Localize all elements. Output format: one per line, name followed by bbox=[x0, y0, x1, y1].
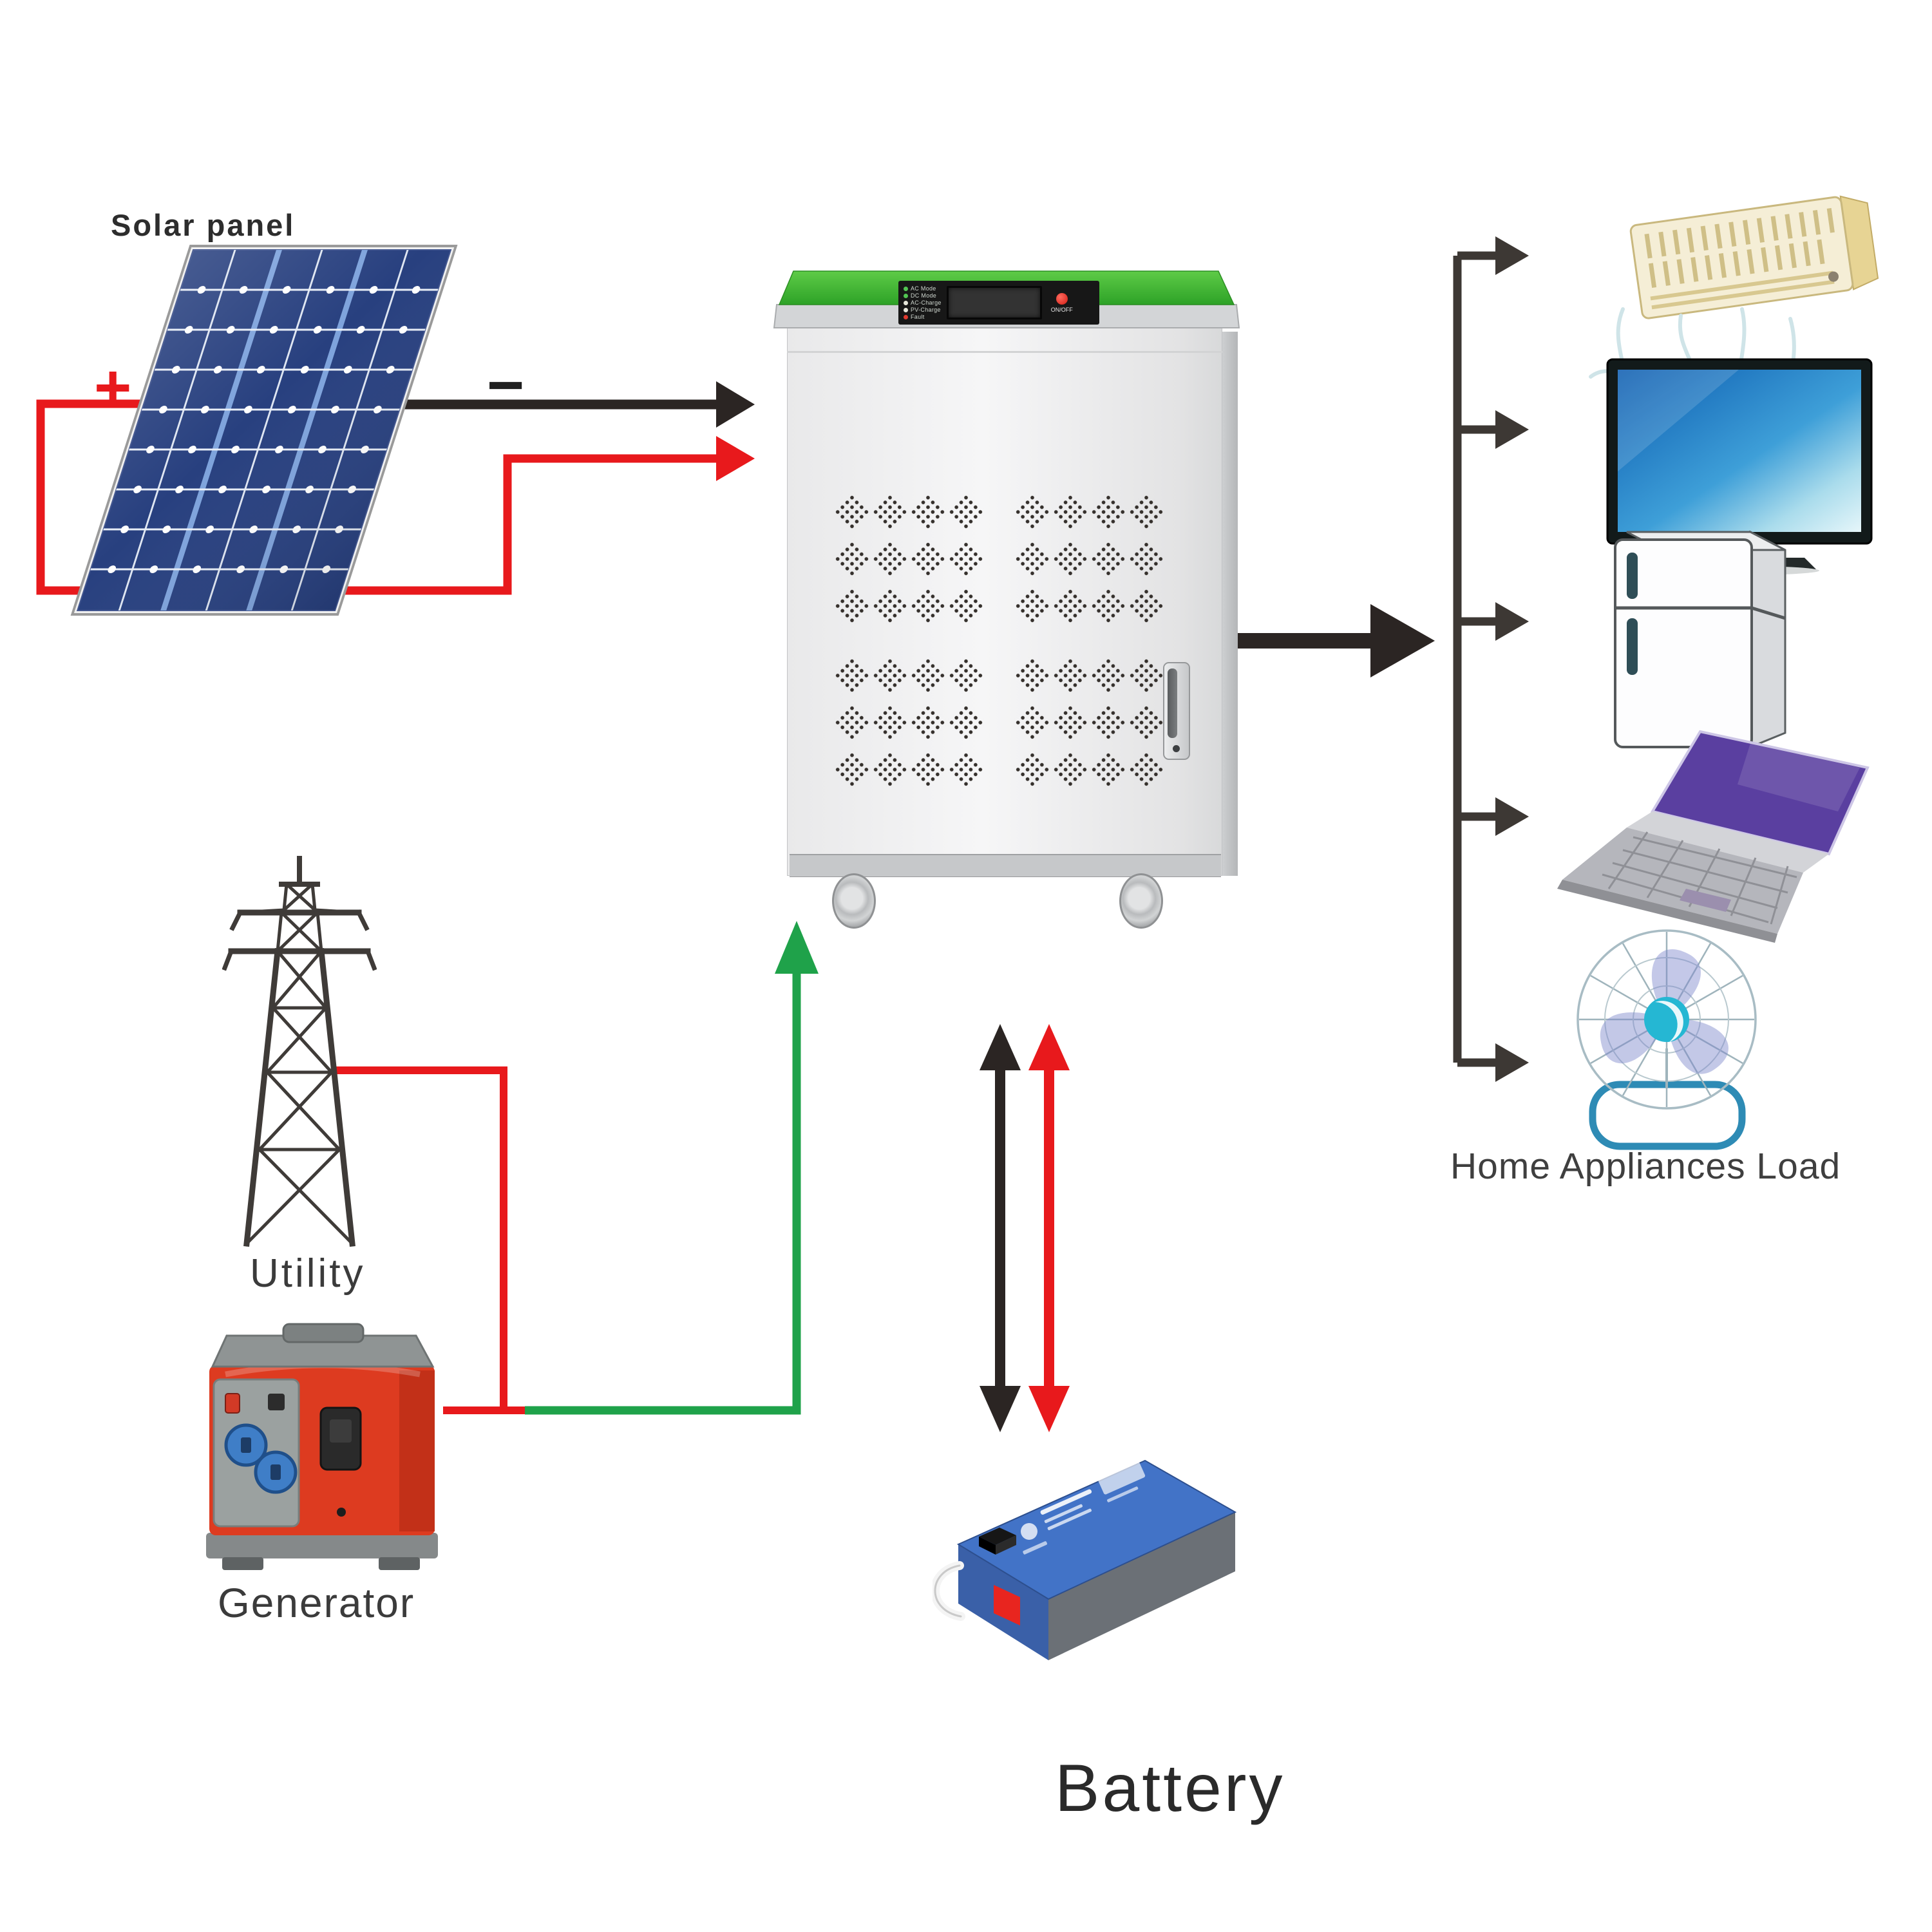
generator-label: Generator bbox=[218, 1580, 415, 1626]
led-fault bbox=[904, 314, 908, 319]
led-label: PV-Charge bbox=[911, 307, 941, 313]
led-ac-mode bbox=[904, 286, 908, 291]
led-dc-mode bbox=[904, 293, 908, 298]
wire-ac-input-green bbox=[525, 921, 819, 1415]
lcd-screen bbox=[946, 286, 1042, 319]
battery-label: Battery bbox=[1055, 1751, 1285, 1826]
inverter-cabinet-side bbox=[1222, 332, 1238, 876]
caster-wheel bbox=[832, 873, 876, 929]
arrow-to-loads bbox=[1222, 604, 1435, 677]
vent-pattern bbox=[831, 491, 987, 627]
laptop-icon bbox=[1557, 730, 1870, 943]
caster-wheel bbox=[1119, 873, 1163, 929]
led-indicators: AC Mode DC Mode AC-Charge PV-Charge Faul… bbox=[904, 284, 942, 321]
led-label: DC Mode bbox=[911, 292, 937, 299]
load-branch bbox=[1453, 236, 1529, 1082]
refrigerator-icon bbox=[1614, 530, 1786, 749]
door-handle bbox=[1163, 662, 1190, 760]
led-label: Fault bbox=[911, 314, 925, 320]
arrow-battery-red bbox=[1028, 1024, 1070, 1432]
vent-pattern bbox=[1011, 654, 1168, 791]
negative-terminal-label: − bbox=[487, 349, 525, 421]
desk-fan-icon bbox=[1577, 929, 1757, 1150]
wire-utility bbox=[333, 1066, 507, 1410]
vent-pattern bbox=[1011, 491, 1168, 627]
battery-icon bbox=[933, 1459, 1237, 1660]
home-appliances-load-label: Home Appliances Load bbox=[1450, 1146, 1841, 1187]
solar-panel-icon bbox=[70, 245, 458, 616]
wire-solar-negative bbox=[401, 381, 755, 428]
generator-icon bbox=[206, 1323, 438, 1570]
positive-terminal-label: + bbox=[94, 352, 132, 424]
solar-panel-label: Solar panel bbox=[111, 208, 296, 242]
led-ac-charge bbox=[904, 300, 908, 305]
led-label: AC-Charge bbox=[911, 299, 942, 306]
inverter-control-panel: AC Mode DC Mode AC-Charge PV-Charge Faul… bbox=[898, 281, 1099, 325]
power-button-icon bbox=[1056, 292, 1068, 305]
vent-pattern bbox=[831, 654, 987, 791]
led-label: AC Mode bbox=[911, 285, 936, 292]
air-conditioner-icon bbox=[1629, 195, 1879, 319]
led-pv-charge bbox=[904, 307, 908, 312]
cabinet-seam bbox=[787, 351, 1222, 353]
power-button-label: ON/OFF bbox=[1050, 306, 1073, 313]
utility-label: Utility bbox=[250, 1251, 366, 1296]
cabinet-base bbox=[790, 854, 1221, 877]
arrow-battery-black bbox=[980, 1024, 1021, 1432]
utility-tower-icon bbox=[222, 856, 377, 1247]
power-button: ON/OFF bbox=[1050, 292, 1073, 313]
